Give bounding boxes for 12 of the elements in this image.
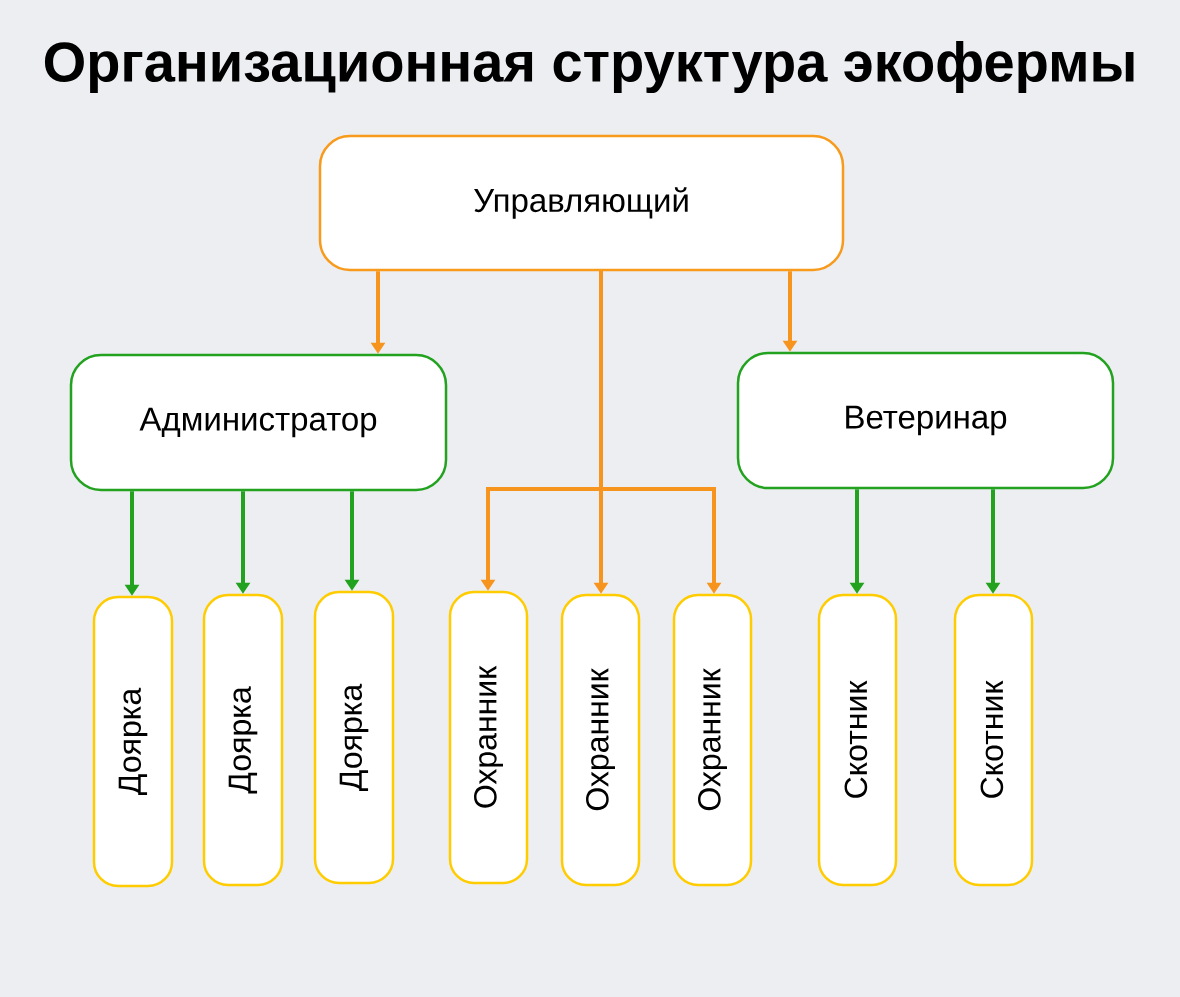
rounded-box: Управляющий xyxy=(318,134,845,272)
rounded-box: Доярка xyxy=(202,593,284,887)
title: Организационная структура экофермы xyxy=(44,40,1134,94)
rounded-box: Скотник xyxy=(953,593,1034,887)
rounded-box: Ветеринар xyxy=(736,351,1115,490)
rounded-box: Администратор xyxy=(69,353,448,492)
rounded-box: Доярка xyxy=(313,590,395,885)
rounded-box: Охранник xyxy=(560,593,641,887)
rounded-box: Доярка xyxy=(92,595,174,888)
rounded-box: Скотник xyxy=(817,593,898,887)
rounded-box: Охранник xyxy=(672,593,753,887)
rounded-box: Охранник xyxy=(448,590,529,885)
